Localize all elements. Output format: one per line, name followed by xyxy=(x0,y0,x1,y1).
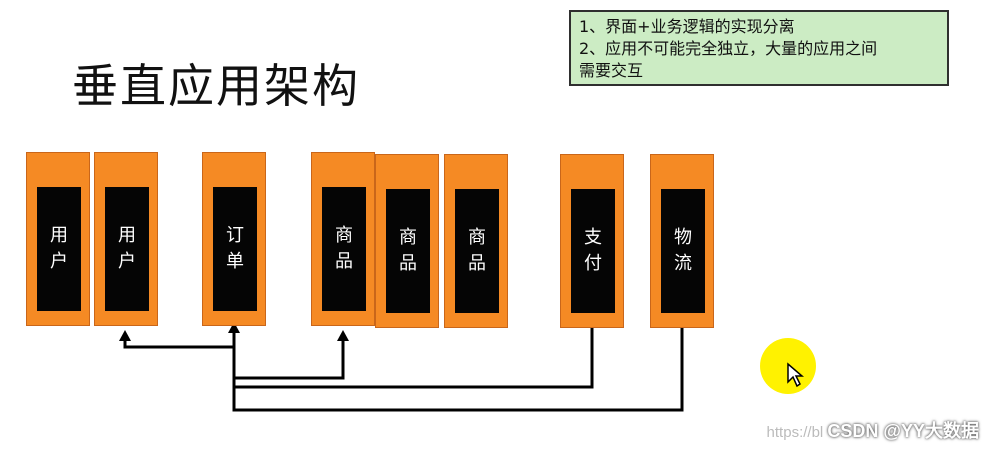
app-user-2: 用户 xyxy=(94,152,158,326)
app-product-2-label: 商品 xyxy=(399,227,417,274)
app-logistics: 物流 xyxy=(650,154,714,328)
app-user-2-label: 用户 xyxy=(118,225,136,272)
link-order-to-user xyxy=(123,325,236,349)
app-product-3-label: 商品 xyxy=(468,227,486,274)
app-user-1-label: 用户 xyxy=(50,225,68,272)
note-line-1: 1、界面+业务逻辑的实现分离 xyxy=(579,17,795,36)
app-product-1-inner: 商品 xyxy=(322,187,366,311)
app-logistics-inner: 物流 xyxy=(661,189,705,313)
app-order-inner: 订单 xyxy=(213,187,257,311)
app-logistics-label: 物流 xyxy=(674,227,692,274)
note-line-2: 2、应用不可能完全独立，大量的应用之间 xyxy=(579,39,878,58)
app-payment-inner: 支付 xyxy=(571,189,615,313)
app-payment-label: 支付 xyxy=(584,227,602,274)
app-order: 订单 xyxy=(202,152,266,326)
mouse-pointer-icon xyxy=(787,362,804,388)
app-product-2: 商品 xyxy=(375,154,439,328)
watermark-brand: CSDN @YY大数据 xyxy=(827,421,979,441)
app-user-1: 用户 xyxy=(26,152,90,326)
slide-title: 垂直应用架构 xyxy=(72,59,360,113)
arrowhead-order xyxy=(228,322,240,333)
link-order-to-product xyxy=(232,338,345,380)
app-product-3: 商品 xyxy=(444,154,508,328)
app-product-1-label: 商品 xyxy=(335,225,353,272)
note-box: 1、界面+业务逻辑的实现分离 2、应用不可能完全独立，大量的应用之间 需要交互 xyxy=(569,10,949,86)
app-user-2-inner: 用户 xyxy=(105,187,149,311)
app-order-label: 订单 xyxy=(226,225,244,272)
app-product-1: 商品 xyxy=(311,152,375,326)
app-product-3-inner: 商品 xyxy=(455,189,499,313)
note-line-3: 需要交互 xyxy=(579,61,644,80)
arrowhead-user xyxy=(119,330,131,341)
link-payment-to-order xyxy=(232,327,594,389)
app-product-2-inner: 商品 xyxy=(386,189,430,313)
watermark: https://bl CSDN @YY大数据 xyxy=(767,417,979,443)
app-user-1-inner: 用户 xyxy=(37,187,81,311)
watermark-faded-url: https://bl xyxy=(766,424,824,441)
app-payment: 支付 xyxy=(560,154,624,328)
arrowhead-product xyxy=(337,330,349,341)
link-logistics-to-order xyxy=(232,327,684,412)
